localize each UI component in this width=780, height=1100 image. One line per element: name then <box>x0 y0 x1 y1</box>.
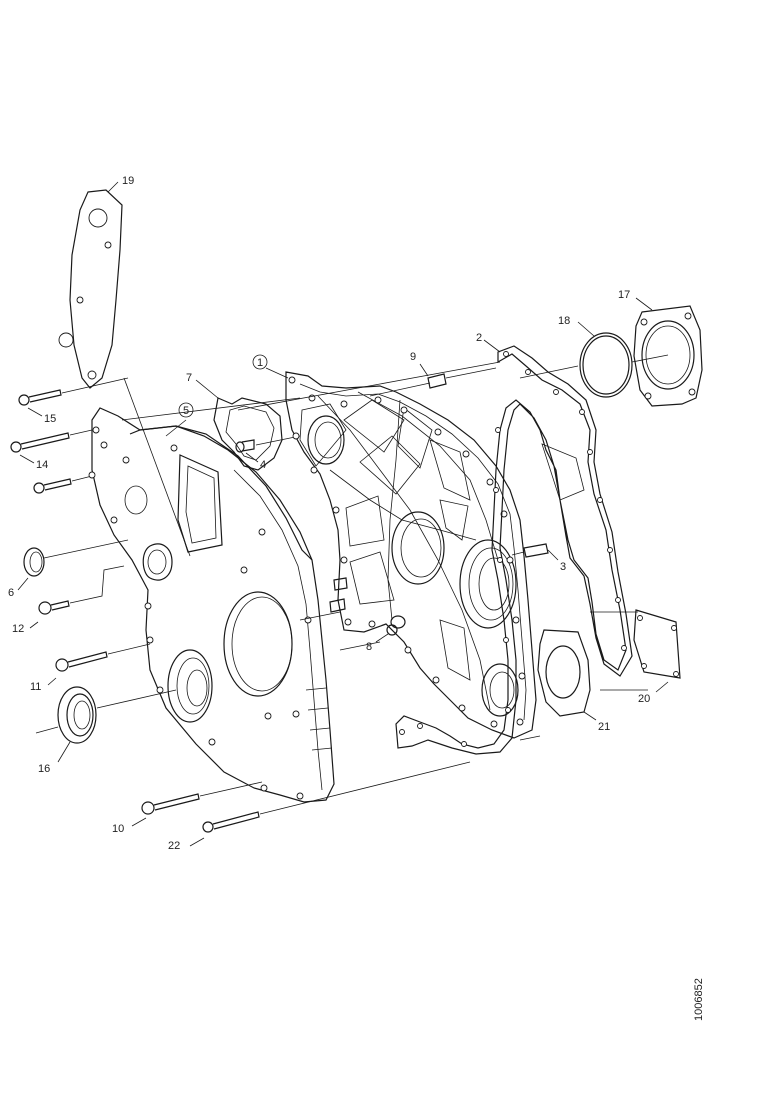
callout-9: 9 <box>410 351 416 363</box>
callout-15: 15 <box>44 413 56 425</box>
callout-7: 7 <box>186 372 192 384</box>
callout-5: 5 <box>183 405 189 417</box>
callout-20: 20 <box>638 693 650 705</box>
part-21-gasket <box>537 629 597 721</box>
part-3-dowel <box>511 543 559 561</box>
callout-16: 16 <box>38 763 50 775</box>
document-code: 1006852 <box>693 975 733 1025</box>
callout-4: 4 <box>260 459 266 471</box>
part-2-gasket <box>395 339 633 755</box>
callout-3: 3 <box>560 561 566 573</box>
callout-labels: 19 17 18 2 9 1 7 15 5 14 4 3 6 12 8 11 2… <box>8 175 650 852</box>
part-6-seal <box>17 539 129 591</box>
part-19-cover-plate <box>58 181 123 389</box>
callout-12: 12 <box>12 623 24 635</box>
part-5-front-housing <box>88 407 335 803</box>
document-code-text: 1006852 <box>693 978 705 1021</box>
part-17-cover <box>631 297 703 407</box>
part-7-gasket <box>195 379 283 471</box>
part-9-dowel <box>329 363 497 613</box>
assembly-axis-lines <box>121 361 648 741</box>
callout-11: 11 <box>30 681 41 693</box>
callout-18: 18 <box>558 315 570 327</box>
part-8-plug <box>375 624 398 643</box>
bolt-22 <box>189 761 471 847</box>
callout-22: 22 <box>168 840 180 852</box>
callout-14: 14 <box>36 459 48 471</box>
bolt-11 <box>47 643 151 686</box>
callout-19: 19 <box>122 175 134 187</box>
part-20-cover-plate <box>633 609 681 693</box>
callout-1: 1 <box>257 357 263 369</box>
bolt-13 <box>33 475 93 494</box>
bolt-12 <box>29 565 125 629</box>
callout-6: 6 <box>8 587 14 599</box>
callout-2: 2 <box>476 332 482 344</box>
part-4-dowel <box>235 435 301 463</box>
part-1-timing-housing <box>265 367 537 739</box>
bolt-14 <box>10 429 93 464</box>
callout-17: 17 <box>618 289 630 301</box>
callout-10: 10 <box>112 823 124 835</box>
bolt-15 <box>18 377 129 417</box>
callout-21: 21 <box>598 721 610 733</box>
part-16-crankshaft-seal <box>35 686 177 763</box>
bolt-10-lower <box>131 781 263 827</box>
part-18-o-ring <box>519 321 633 398</box>
callout-8: 8 <box>366 641 372 653</box>
